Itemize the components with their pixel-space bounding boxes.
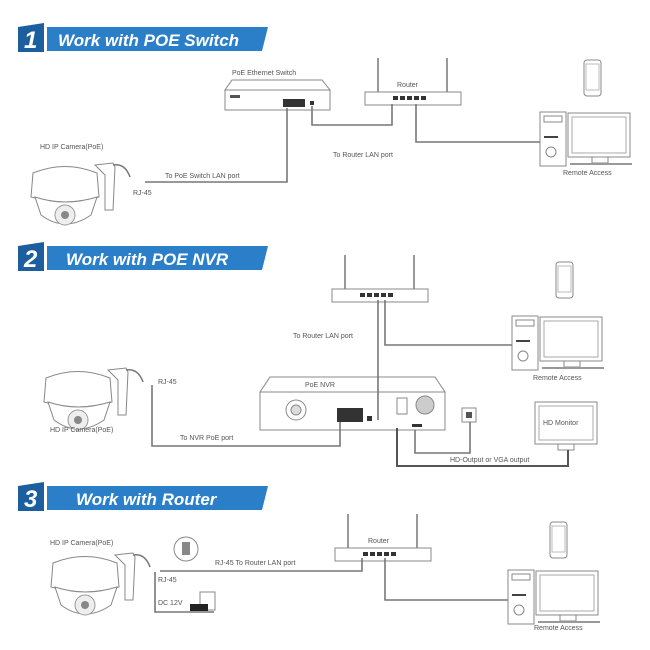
rj45-label: RJ-45 [158, 577, 177, 584]
router-label: Router [368, 538, 390, 545]
remote-access-label: Remote Access [563, 170, 612, 177]
camera-label: HD IP Camera(PoE) [50, 427, 113, 434]
output-label: HD-Output or VGA output [450, 457, 529, 464]
section-title: Work with POE NVR [66, 250, 229, 269]
poe-nvr [259, 376, 446, 431]
nvr-label: PoE NVR [305, 382, 335, 389]
dc-label: DC 12V [158, 600, 183, 607]
camera-3-icon [50, 552, 151, 616]
section-title: Work with POE Switch [58, 31, 239, 50]
power-outlet-icon [461, 407, 477, 423]
cable-router-pc [384, 558, 510, 601]
cable-switch-router [311, 104, 393, 126]
cable-power [414, 422, 471, 454]
cable-nvr-monitor [396, 428, 569, 467]
remote-access-label: Remote Access [533, 375, 582, 382]
router-label: Router [397, 82, 419, 89]
section-number: 3 [24, 486, 38, 513]
to-router-label: RJ-45 To Router LAN port [215, 560, 295, 567]
to-switch-label: To PoE Switch LAN port [165, 173, 240, 180]
camera-1-icon [30, 162, 131, 226]
cable-camera-router [160, 558, 363, 572]
rj45-label: RJ-45 [158, 379, 177, 386]
phone-icon [583, 59, 602, 97]
pc-icon [511, 315, 605, 371]
phone-icon [549, 521, 568, 559]
hd-monitor-icon [534, 401, 598, 451]
phone-icon [555, 261, 574, 299]
pc-icon [539, 111, 633, 167]
section-number: 1 [24, 27, 37, 54]
cable-router-pc [384, 300, 512, 346]
remote-access-label: Remote Access [534, 625, 583, 632]
to-nvr-label: To NVR PoE port [180, 435, 233, 442]
cable-power [154, 572, 214, 613]
camera-label: HD IP Camera(PoE) [40, 144, 103, 151]
camera-label: HD IP Camera(PoE) [50, 540, 113, 547]
section-1-banner: 1 Work with POE Switch [18, 23, 268, 54]
rj45-connector-zoom-icon [173, 536, 199, 562]
section-2-banner: 2 Work with POE NVR [18, 242, 268, 273]
camera-2-icon [43, 367, 144, 431]
pc-icon [507, 569, 601, 625]
cable-camera-switch [145, 108, 288, 183]
monitor-label: HD Monitor [543, 420, 579, 427]
cable-camera-nvr [151, 385, 341, 447]
router-2 [331, 254, 429, 303]
rj45-label: RJ-45 [133, 190, 152, 197]
to-router-label: To Router LAN port [293, 333, 353, 340]
power-adapter-icon [190, 591, 216, 611]
section-number: 2 [23, 246, 38, 273]
cable-router-pc [415, 104, 540, 143]
section-3-banner: 3 Work with Router [18, 482, 268, 513]
poe-switch [224, 79, 332, 111]
section-title: Work with Router [76, 490, 218, 509]
switch-label: PoE Ethernet Switch [232, 70, 296, 77]
to-router-label: To Router LAN port [333, 152, 393, 159]
